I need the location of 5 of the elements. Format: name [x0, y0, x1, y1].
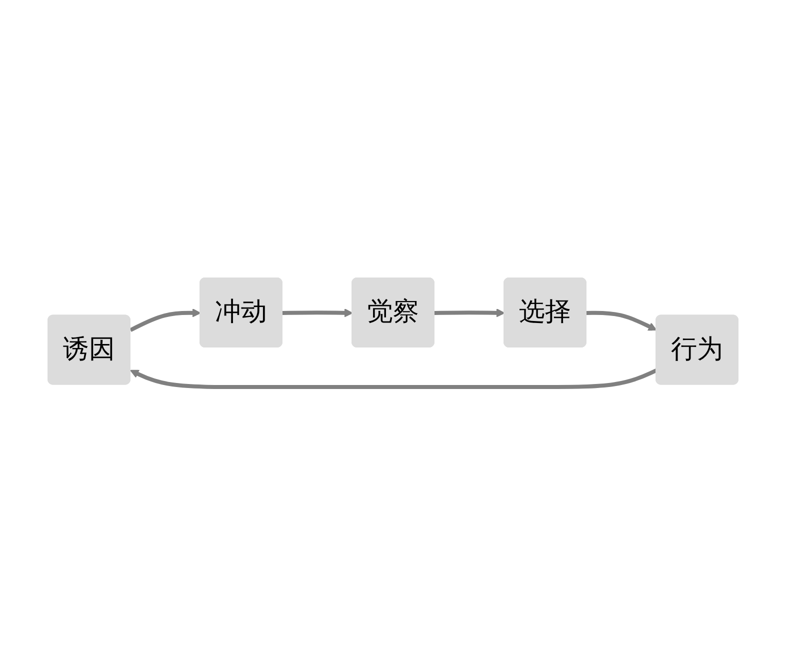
arrow	[434, 308, 504, 318]
arrow	[129, 308, 200, 332]
arrow	[282, 308, 352, 318]
arrow	[586, 310, 656, 331]
arrow	[130, 368, 657, 389]
